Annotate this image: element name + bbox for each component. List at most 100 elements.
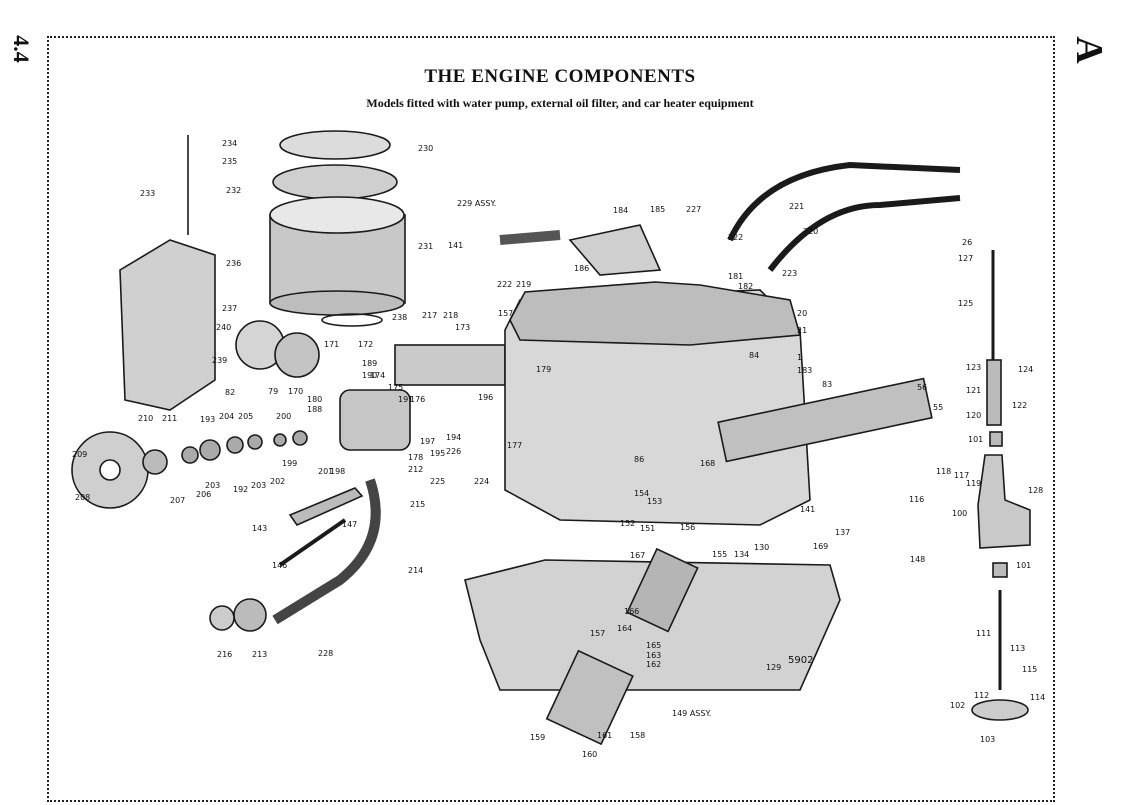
part-label: 228	[318, 649, 333, 658]
part-label: 212	[408, 465, 423, 474]
part-label: 196	[478, 393, 493, 402]
part-label: 143	[252, 524, 267, 533]
part-label: 121	[966, 386, 981, 395]
part-label: 164	[617, 624, 632, 633]
part-label: 167	[630, 551, 645, 560]
part-label: 120	[966, 411, 981, 420]
part-label: 238	[392, 313, 407, 322]
part-label: 156	[680, 523, 695, 532]
part-label: 173	[455, 323, 470, 332]
part-label: 175	[388, 383, 403, 392]
part-label: 225	[430, 477, 445, 486]
part-label: 224	[474, 477, 489, 486]
part-label: 218	[443, 311, 458, 320]
cylinder-head	[509, 281, 802, 346]
part-label: 219	[516, 280, 531, 289]
part-label: 222	[728, 233, 743, 242]
inlet-manifold	[394, 344, 506, 386]
part-label: 222	[497, 280, 512, 289]
part-label: 125	[958, 299, 973, 308]
part-label: 111	[976, 629, 991, 638]
part-label: 129	[766, 663, 781, 672]
air-cleaner-assembly	[269, 130, 406, 327]
part-label: 214	[408, 566, 423, 575]
part-label: 157	[590, 629, 605, 638]
part-label: 192	[233, 485, 248, 494]
part-label: 204	[219, 412, 234, 421]
part-label: 217	[422, 311, 437, 320]
part-label: 149 ASSY.	[672, 709, 711, 718]
diagram-subtitle: Models fitted with water pump, external …	[366, 96, 754, 110]
water-pipe	[272, 478, 381, 625]
part-label: 160	[582, 750, 597, 759]
oil-filter-bowl	[545, 649, 634, 746]
part-label: 157	[498, 309, 513, 318]
part-label: 185	[650, 205, 665, 214]
part-label: 130	[754, 543, 769, 552]
part-label: 209	[72, 450, 87, 459]
part-label: 208	[75, 493, 90, 502]
part-label: 193	[200, 415, 215, 424]
part-label: 56	[917, 383, 927, 392]
part-label: 153	[647, 497, 662, 506]
part-label: 201	[318, 467, 333, 476]
part-label: 232	[226, 186, 241, 195]
part-label: 186	[574, 264, 589, 273]
part-label: 234	[222, 139, 237, 148]
part-label: 55	[933, 403, 943, 412]
part-label: 100	[952, 509, 967, 518]
part-label: 101	[968, 435, 983, 444]
part-label: 86	[634, 455, 644, 464]
exhaust-manifold	[717, 377, 933, 463]
part-label: 195	[430, 449, 445, 458]
part-label: 176	[410, 395, 425, 404]
part-label: 169	[813, 542, 828, 551]
dotted-page-border	[47, 36, 1055, 802]
part-label: 171	[324, 340, 339, 349]
part-label: 117	[954, 471, 969, 480]
heater-hose-upper	[727, 161, 961, 242]
heater-hose-lower	[767, 195, 961, 272]
part-label: 20	[797, 309, 807, 318]
part-label: 184	[613, 206, 628, 215]
part-label: 1	[797, 353, 802, 362]
part-label: 101	[1016, 561, 1031, 570]
part-label: 124	[1018, 365, 1033, 374]
part-label: 141	[448, 241, 463, 250]
part-label: 227	[686, 205, 701, 214]
part-label: 114	[1030, 693, 1045, 702]
part-label: 174	[370, 371, 385, 380]
diagram-title: THE ENGINE COMPONENTS	[424, 66, 696, 87]
part-label: 191	[398, 395, 413, 404]
part-label: 161	[597, 731, 612, 740]
part-label: 159	[530, 733, 545, 742]
part-label: 233	[140, 189, 155, 198]
part-label: 82	[225, 388, 235, 397]
part-label: 116	[909, 495, 924, 504]
part-label: 198	[330, 467, 345, 476]
part-label: 236	[226, 259, 241, 268]
part-label: 151	[640, 524, 655, 533]
part-label: 239	[212, 356, 227, 365]
part-label: 137	[835, 528, 850, 537]
tappet-cover	[119, 239, 216, 411]
part-label: 84	[749, 351, 759, 360]
part-label: 166	[624, 607, 639, 616]
part-label: 83	[822, 380, 832, 389]
part-label: 122	[1012, 401, 1027, 410]
part-label: 134	[734, 550, 749, 559]
part-label: 189	[362, 359, 377, 368]
part-label: 220	[803, 227, 818, 236]
water-pump-body	[339, 389, 411, 451]
part-label: 112	[974, 691, 989, 700]
part-label: 152	[620, 519, 635, 528]
part-label: 188	[307, 405, 322, 414]
part-label: 26	[962, 238, 972, 247]
part-label: 179	[536, 365, 551, 374]
part-label: 229 ASSY.	[457, 199, 496, 208]
part-label: 172	[358, 340, 373, 349]
part-label: 177	[507, 441, 522, 450]
part-label: 231	[418, 242, 433, 251]
part-label: 118	[936, 467, 951, 476]
